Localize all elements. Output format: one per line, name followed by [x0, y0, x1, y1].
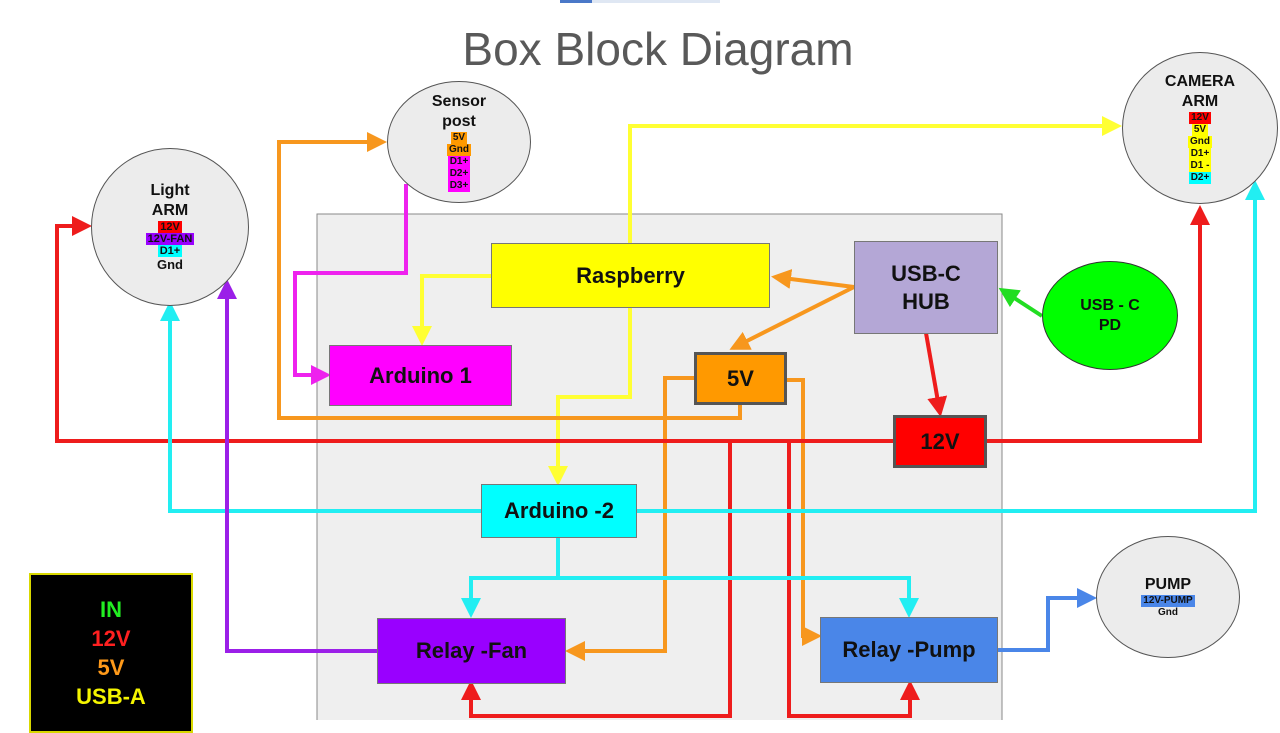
usbc-pd-block: USB - C PD — [1042, 261, 1178, 370]
sensor-post-pin: Gnd — [447, 144, 471, 156]
pump-pin: 12V-PUMP — [1141, 595, 1195, 607]
wire-data-camera-arm — [637, 180, 1265, 513]
pump-title: PUMP — [1144, 576, 1192, 593]
wire-12v-hub-psu — [924, 332, 948, 417]
sensor-post-title-line1: Sensor — [431, 93, 487, 110]
camera-arm-pin: D2+ — [1188, 172, 1212, 184]
raspberry-block: Raspberry — [491, 243, 770, 308]
wire-12v-camera-arm — [987, 205, 1210, 443]
relay-fan-block: Relay -Fan — [377, 618, 566, 684]
wire-pump-output — [998, 588, 1097, 652]
light-arm-pin: 12V — [158, 221, 182, 233]
light-arm-title-line2: ARM — [151, 202, 189, 219]
wire-5v-relay-fan — [565, 376, 694, 661]
power-5v-label: 5V — [727, 365, 754, 391]
pump-pin: Gnd — [1158, 607, 1178, 618]
camera-arm-pin: D1 - — [1188, 160, 1212, 172]
wire-sensor-arduino1 — [293, 184, 408, 385]
wire-5v-hub-psu — [729, 285, 855, 350]
light-arm-title-line1: Light — [150, 182, 190, 199]
page-title: Box Block Diagram — [462, 23, 854, 75]
arduino1-block: Arduino 1 — [329, 345, 512, 406]
legend-item: 12V — [91, 626, 131, 651]
sensor-post-pin: 5V — [450, 132, 468, 144]
wire-12v-light-arm — [55, 216, 893, 443]
sensor-post-pin: D1+ — [447, 156, 471, 168]
wire-5v-hub-raspberry — [771, 269, 855, 289]
light-arm-pin: Gnd — [156, 257, 183, 272]
power-12v-block: 12V — [893, 415, 987, 468]
wire-data-relay-fan — [461, 538, 560, 618]
wire-in-pd-hub — [998, 287, 1044, 318]
usbc-hub-label-line1: USB-C — [891, 260, 961, 286]
sensor-post-pin: D3+ — [447, 180, 471, 192]
camera-arm-pin: D1+ — [1188, 148, 1212, 160]
wire-fan-light-arm — [217, 279, 377, 653]
wire-5v-sensor — [277, 132, 742, 420]
legend-item: 5V — [97, 655, 125, 680]
arduino1-label: Arduino 1 — [369, 362, 472, 388]
wire-data-light-arm — [160, 301, 481, 513]
usbc-pd-label-line2: PD — [1098, 316, 1122, 334]
camera-arm-pin: Gnd — [1188, 136, 1212, 148]
light-arm-pin: D1+ — [157, 245, 183, 257]
usbc-hub-block: USB-C HUB — [854, 241, 998, 334]
usbc-pd-label-line1: USB - C — [1080, 296, 1140, 314]
arduino2-label: Arduino -2 — [504, 498, 614, 523]
power-5v-block: 5V — [694, 352, 787, 405]
sensor-post-title-line2: post — [442, 113, 476, 130]
wire-usb-pi-camera — [628, 116, 1122, 243]
relay-fan-label: Relay -Fan — [415, 638, 528, 663]
wire-data-relay-pump — [558, 576, 919, 618]
wire-usb-pi-arduino1 — [412, 274, 491, 346]
arduino2-block: Arduino -2 — [481, 484, 637, 538]
sensor-post-pin: D2+ — [447, 168, 471, 180]
relay-pump-block: Relay -Pump — [820, 617, 998, 683]
raspberry-label: Raspberry — [576, 262, 685, 288]
relay-pump-label: Relay -Pump — [842, 637, 976, 662]
legend-item: IN — [100, 597, 122, 622]
camera-arm-pin: 12V — [1189, 112, 1211, 124]
power-12v-label: 12V — [920, 428, 960, 454]
camera-arm-title-line1: CAMERA — [1164, 73, 1236, 90]
color-legend: IN 12V 5V USB-A — [29, 573, 193, 733]
light-arm-pin: 12V-FAN — [145, 233, 195, 245]
legend-item: USB-A — [76, 684, 146, 709]
camera-arm-pin: 5V — [1191, 124, 1209, 136]
camera-arm-title-line2: ARM — [1181, 93, 1219, 110]
wire-5v-relay-pump — [787, 378, 822, 646]
usbc-hub-label-line2: HUB — [902, 288, 950, 314]
top-strip — [560, 0, 720, 3]
